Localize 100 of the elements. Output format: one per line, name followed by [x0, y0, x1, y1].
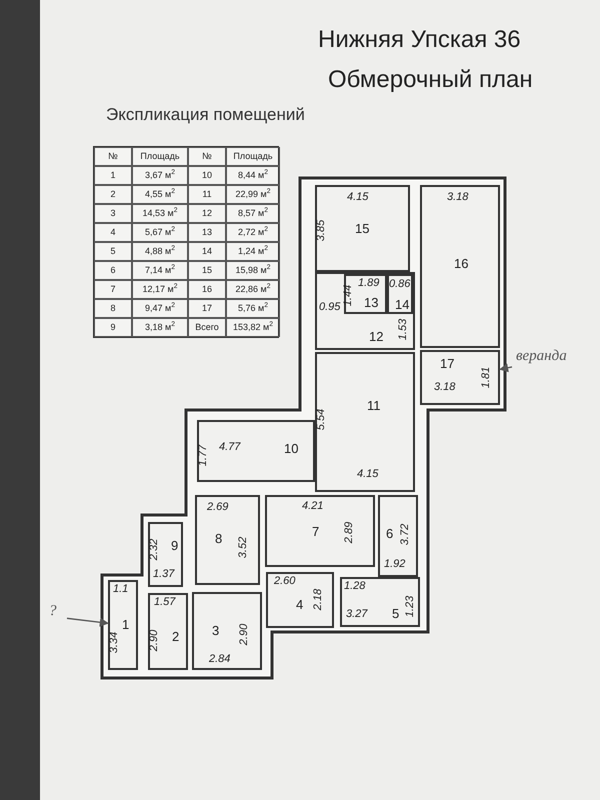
dimension-text: 4.15 [357, 469, 378, 480]
dimension-text: 1.44 [343, 284, 354, 306]
table-cell: 9,47 м$^{2}$ [132, 299, 188, 318]
table-cell: 5,67 м$^{2}$ [132, 223, 188, 242]
table-cell: 4,88 м$^{2}$ [132, 242, 188, 261]
dimension-text: 1.92 [384, 559, 406, 570]
dimension-text: 1.89 [358, 278, 380, 289]
room [315, 272, 415, 350]
dimension-text: 5.54 [316, 408, 328, 430]
table-cell: 22,86 м$^{2}$ [226, 280, 280, 299]
room-number: 3 [212, 624, 220, 637]
dimension-text: 2.89 [344, 522, 356, 544]
table-cell: 14,53 м$^{2}$ [132, 204, 188, 223]
table-header-cell: Площадь [226, 147, 280, 166]
room-number: 4 [296, 598, 304, 611]
table-cell: 10 [188, 166, 226, 185]
dimension-text: 1.77 [198, 444, 210, 466]
dimension-text: 4.15 [347, 192, 368, 203]
room-number: 11 [367, 399, 380, 412]
dimension-text: 4.77 [219, 442, 240, 453]
room [265, 495, 375, 567]
room [195, 495, 260, 585]
dimension-text: 2.69 [207, 502, 228, 513]
table-cell: 8 [94, 299, 132, 318]
dimension-text: 1.1 [113, 584, 128, 595]
room [192, 592, 262, 670]
arrow [499, 363, 512, 372]
room [315, 352, 415, 492]
table-cell: 7,14 м$^{2}$ [132, 261, 188, 280]
table-cell: 6 [94, 261, 132, 280]
dimension-text: 2.32 [149, 538, 160, 560]
room [315, 185, 410, 272]
room-number: 12 [369, 330, 384, 343]
room-number: 2 [172, 630, 180, 643]
table-header-cell: Площадь [132, 147, 188, 166]
arrow [66, 618, 109, 627]
dimension-text: 2.90 [239, 624, 250, 646]
table-heading: Экспликация помещений [106, 104, 305, 126]
room-number: 7 [312, 525, 320, 538]
table-cell: 12,17 м$^{2}$ [132, 280, 188, 299]
table-cell: 3,18 м$^{2}$ [132, 318, 188, 337]
table-cell: 16 [188, 280, 226, 299]
table-cell: 5 [94, 242, 132, 261]
room-number: 9 [171, 539, 178, 552]
table-cell: 4,55 м$^{2}$ [132, 185, 188, 204]
room-number: 14 [395, 298, 410, 311]
table-cell: Всего [188, 318, 226, 337]
dimension-text: 2.60 [274, 576, 296, 587]
dimension-text: 3.72 [400, 524, 412, 546]
table-cell: 153,82 м$^{2}$ [226, 318, 280, 337]
room [378, 495, 418, 577]
dimension-text: 3.18 [434, 382, 456, 393]
room [420, 185, 500, 348]
room [340, 577, 420, 627]
dimension-text: 4.21 [302, 501, 324, 512]
dimension-text: 0.86 [389, 279, 410, 290]
room-number: 13 [364, 296, 378, 309]
dimension-text: 3.52 [238, 536, 250, 558]
dimension-text: 2.84 [209, 654, 230, 665]
room [387, 274, 413, 314]
table-cell: 8,44 м$^{2}$ [226, 166, 280, 185]
room [148, 593, 188, 670]
room [148, 522, 183, 587]
dimension-text: 2.18 [313, 588, 324, 610]
room [266, 572, 334, 628]
table-cell: 14 [188, 242, 226, 261]
table-cell: 8,57 м$^{2}$ [226, 204, 280, 223]
dimension-text: 1.28 [344, 581, 366, 592]
table-cell: 11 [188, 185, 226, 204]
room-number: 6 [386, 527, 394, 540]
table-cell: 2 [94, 185, 132, 204]
table-cell: 3,67 м$^{2}$ [132, 166, 188, 185]
room-number: 15 [355, 222, 370, 235]
table-header-cell: № [94, 147, 132, 166]
room [197, 420, 315, 482]
room-number: 10 [284, 442, 298, 455]
dimension-text: 1.53 [398, 318, 410, 340]
plan-title: Нижняя Упская 36 [318, 25, 521, 55]
table-header-cell: № [188, 147, 226, 166]
table-cell: 1 [94, 166, 132, 185]
table-cell: 13 [188, 223, 226, 242]
table-cell: 17 [188, 299, 226, 318]
dimension-text: 3.27 [346, 609, 368, 620]
handwritten-text: ? [49, 604, 56, 619]
dimension-text: 3.34 [109, 632, 120, 654]
dimension-text: 2.90 [149, 630, 160, 652]
dimension-text: 3.85 [316, 220, 328, 242]
table-cell: 15,98 м$^{2}$ [226, 261, 280, 280]
table-cell: 2,72 м$^{2}$ [226, 223, 280, 242]
room [108, 580, 138, 670]
room-number: 1 [122, 618, 130, 631]
room-number: 8 [215, 532, 222, 545]
table-cell: 15 [188, 261, 226, 280]
table-cell: 22,99 м$^{2}$ [226, 185, 280, 204]
plan-subtitle: Обмерочный план [328, 65, 533, 95]
room [420, 350, 500, 405]
room-number: 5 [392, 607, 400, 620]
dimension-text: 1.23 [405, 596, 416, 618]
handwritten-text: веранда [516, 349, 567, 364]
table-cell: 12 [188, 204, 226, 223]
